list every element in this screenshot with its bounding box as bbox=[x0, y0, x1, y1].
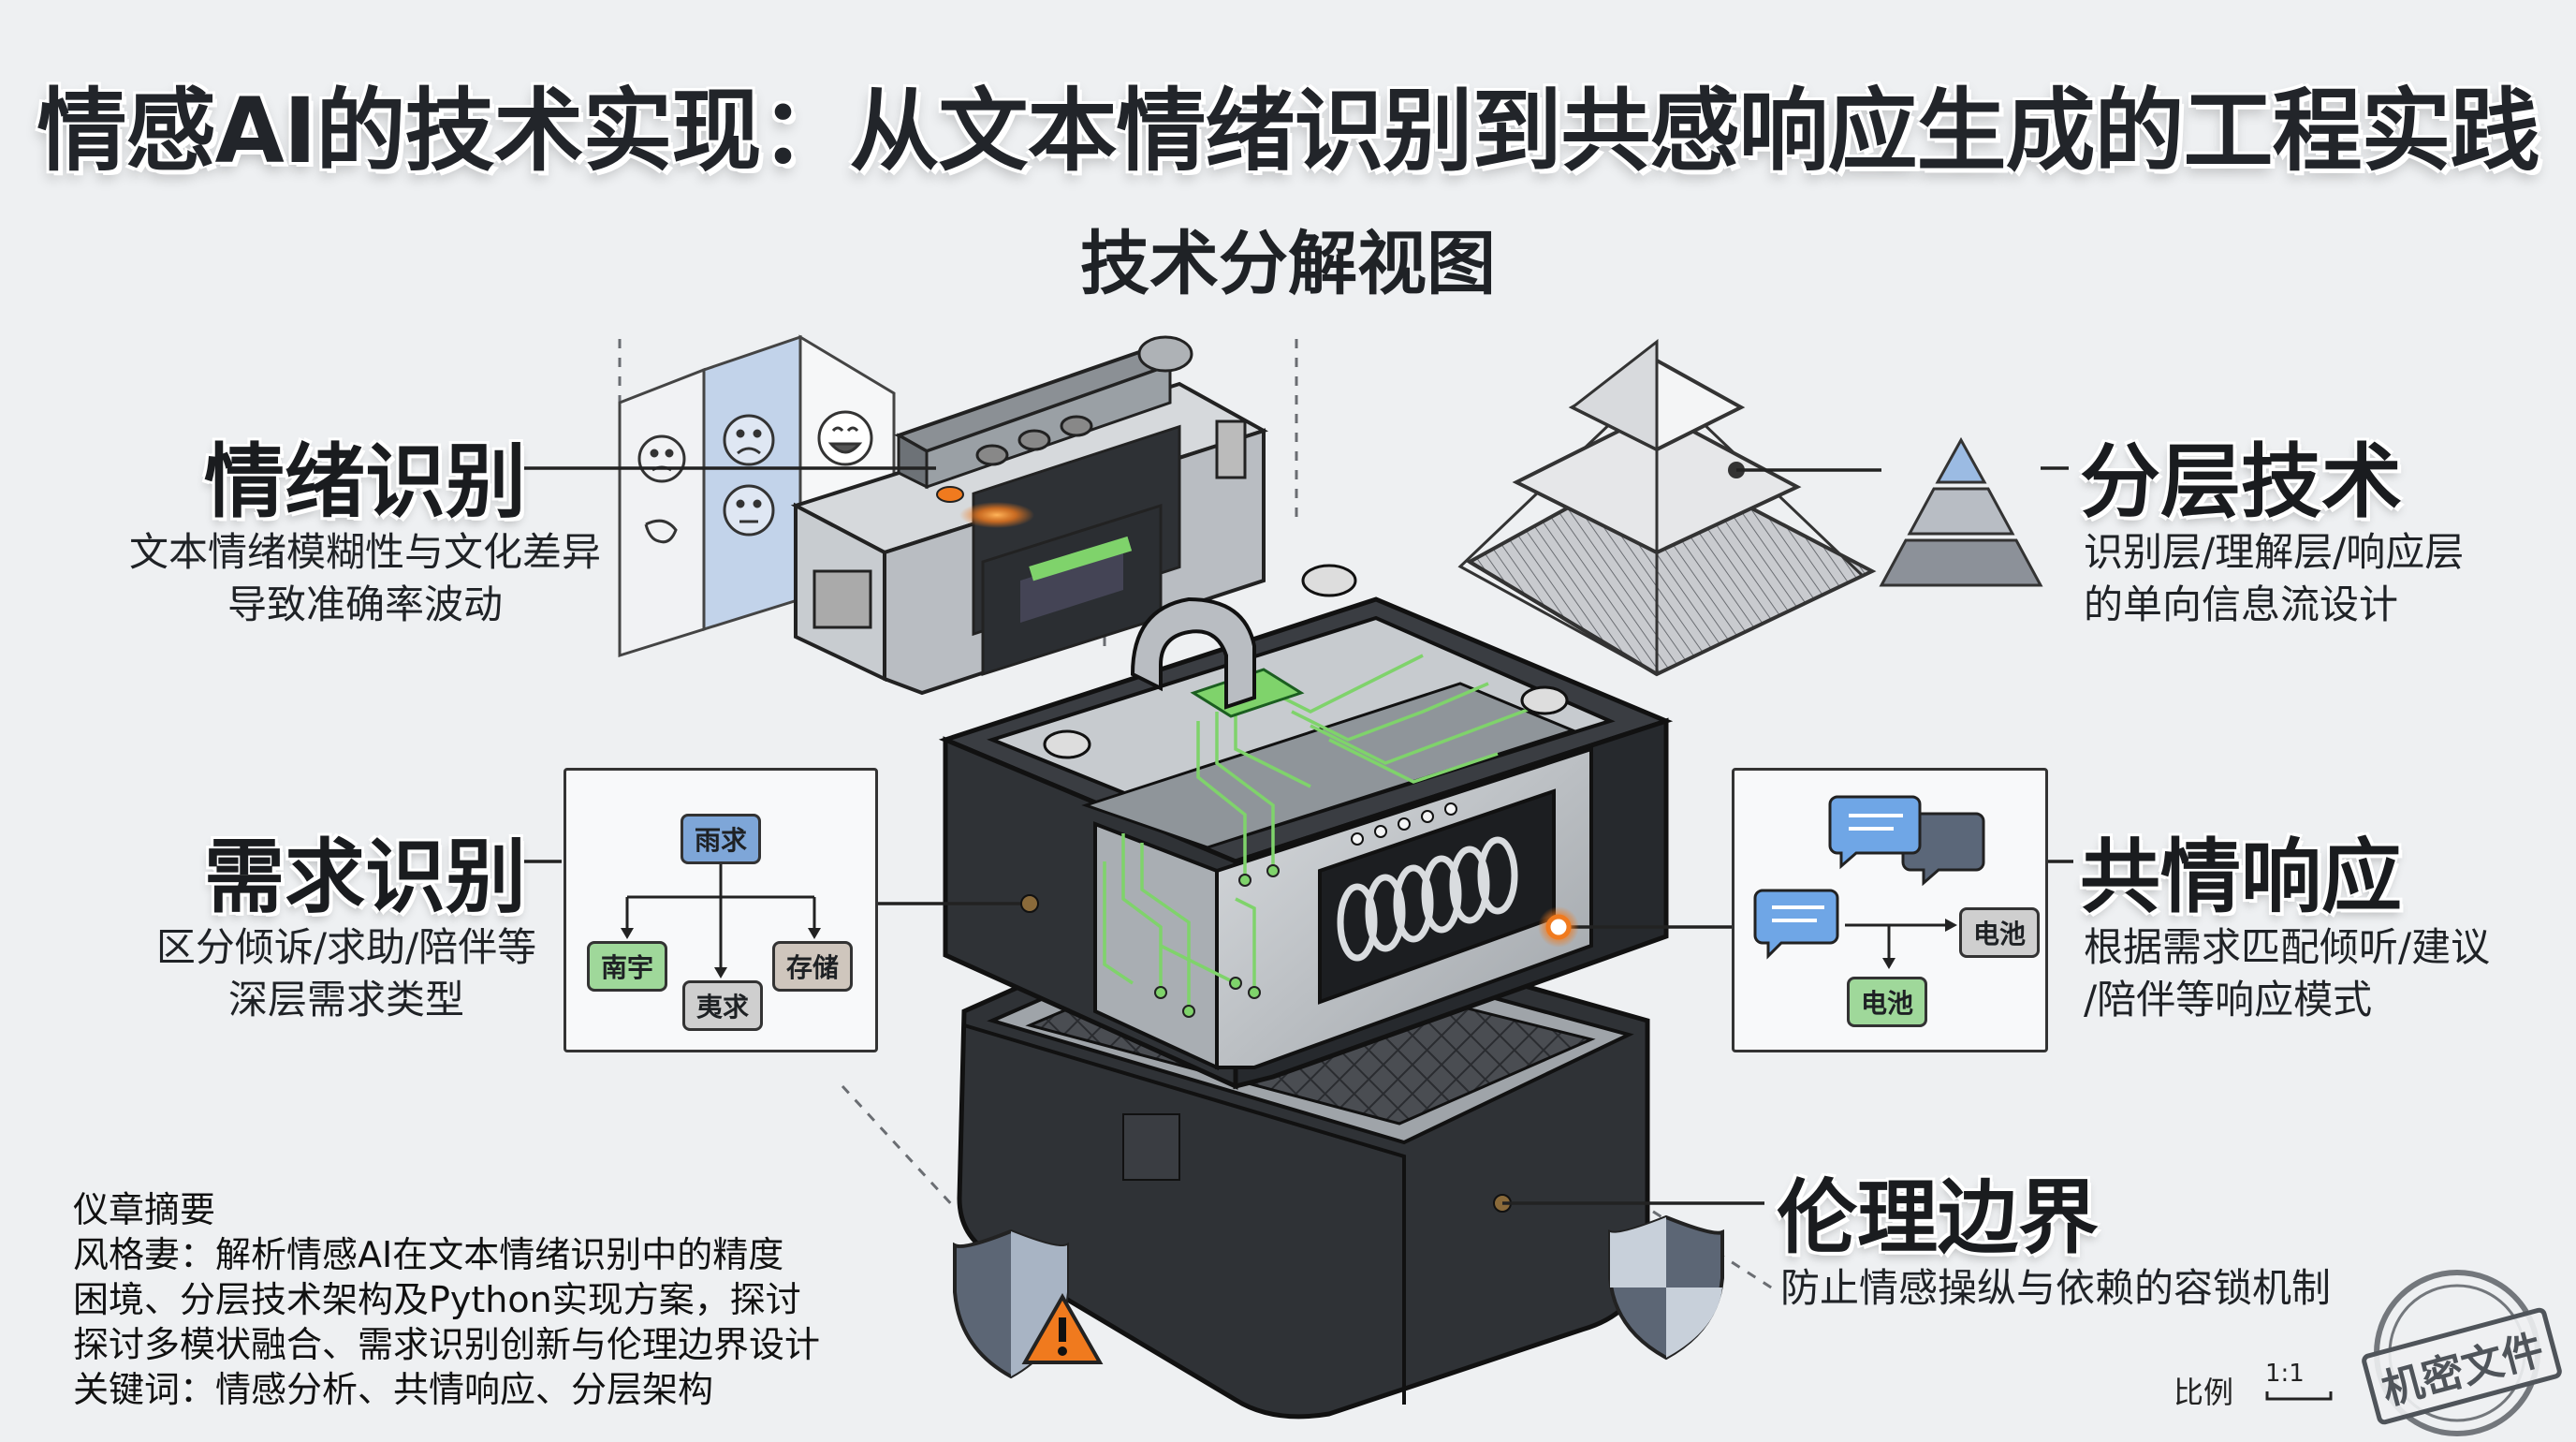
need-tree-panel: 雨求 南宇 夷求 存储 bbox=[564, 768, 878, 1052]
empathy-response-desc-line: 根据需求匹配倾听/建议 bbox=[2084, 924, 2491, 970]
response-node-right: 电池 bbox=[1959, 907, 2041, 958]
empathy-response-desc-line: /陪伴等响应模式 bbox=[2084, 977, 2373, 1023]
emotion-recognition-desc: 文本情绪模糊性与文化差异 导致准确率波动 bbox=[103, 526, 627, 631]
emotion-recognition-module bbox=[790, 335, 1269, 696]
confidential-stamp: 机密文件 bbox=[2360, 1264, 2564, 1442]
layered-tech-desc-line: 识别层/理解层/响应层 bbox=[2084, 529, 2465, 575]
abstract-keywords: 关键词：情感分析、共情响应、分层架构 bbox=[73, 1369, 714, 1410]
layered-tech-title: 分层技术 bbox=[2080, 435, 2402, 529]
emotion-recognition-desc-line: 导致准确率波动 bbox=[227, 581, 503, 627]
scale-label: 比例 bbox=[2174, 1375, 2234, 1410]
empathy-response-title: 共情响应 bbox=[2080, 831, 2402, 924]
emotion-recognition-title: 情绪识别 bbox=[204, 435, 526, 529]
response-node-bottom: 电池 bbox=[1847, 977, 1928, 1027]
pyramid-icon bbox=[1879, 436, 2043, 587]
layered-tech-desc-line: 的单向信息流设计 bbox=[2084, 581, 2399, 627]
abstract-heading: 仪章摘要 bbox=[73, 1189, 216, 1230]
need-root-node: 雨求 bbox=[681, 814, 762, 864]
diagram-subtitle: 技术分解视图 bbox=[1080, 224, 1496, 304]
need-right-node: 存储 bbox=[772, 941, 854, 992]
shield-warning-icon bbox=[953, 1229, 1104, 1379]
chat-bubbles-icon bbox=[1753, 795, 1985, 969]
core-processing-block bbox=[938, 564, 1674, 1090]
need-tree-connectors bbox=[621, 855, 821, 978]
abstract-block: 仪章摘要 风格妻：解析情感AI在文本情绪识别中的精度 困境、分层技术架构及Pyt… bbox=[73, 1187, 897, 1412]
abstract-line: 探讨多模状融合、需求识别创新与伦理边界设计 bbox=[73, 1324, 821, 1365]
need-recognition-desc-line: 区分倾诉/求助/陪伴等 bbox=[155, 924, 537, 970]
empathy-response-desc: 根据需求匹配倾听/建议 /陪伴等响应模式 bbox=[2084, 921, 2490, 1026]
ethics-boundary-title: 伦理边界 bbox=[1777, 1171, 2099, 1265]
need-middle-node: 夷求 bbox=[682, 980, 764, 1031]
response-flow-panel: 电池 电池 bbox=[1732, 768, 2048, 1052]
need-left-node: 南宇 bbox=[587, 941, 668, 992]
scale-value: 1:1 bbox=[2265, 1360, 2305, 1388]
callout-lines bbox=[524, 466, 2073, 1205]
need-recognition-desc-line: 深层需求类型 bbox=[227, 977, 464, 1023]
layered-pyramid bbox=[1457, 338, 1877, 677]
scale-bar bbox=[2265, 1391, 2333, 1401]
sad-face-icon bbox=[723, 414, 775, 537]
abstract-line: 风格妻：解析情感AI在文本情绪识别中的精度 bbox=[73, 1234, 784, 1275]
layered-tech-desc: 识别层/理解层/响应层 的单向信息流设计 bbox=[2084, 526, 2464, 631]
ethics-boundary-desc: 防止情感操纵与依赖的容锁机制 bbox=[1780, 1262, 2331, 1315]
need-recognition-desc: 区分倾诉/求助/陪伴等 深层需求类型 bbox=[103, 921, 590, 1026]
ethics-boundary-desc-line: 防止情感操纵与依赖的容锁机制 bbox=[1780, 1265, 2332, 1311]
main-title: 情感AI的技术实现：从文本情绪识别到共感响应生成的工程实践 bbox=[37, 79, 2539, 184]
need-recognition-title: 需求识别 bbox=[204, 831, 526, 924]
emotion-recognition-desc-line: 文本情绪模糊性与文化差异 bbox=[128, 529, 601, 575]
laughing-face-icon bbox=[817, 410, 873, 466]
abstract-line: 困境、分层技术架构及Python实现方案，探讨 bbox=[73, 1279, 801, 1320]
shield-icon bbox=[1608, 1214, 1724, 1361]
